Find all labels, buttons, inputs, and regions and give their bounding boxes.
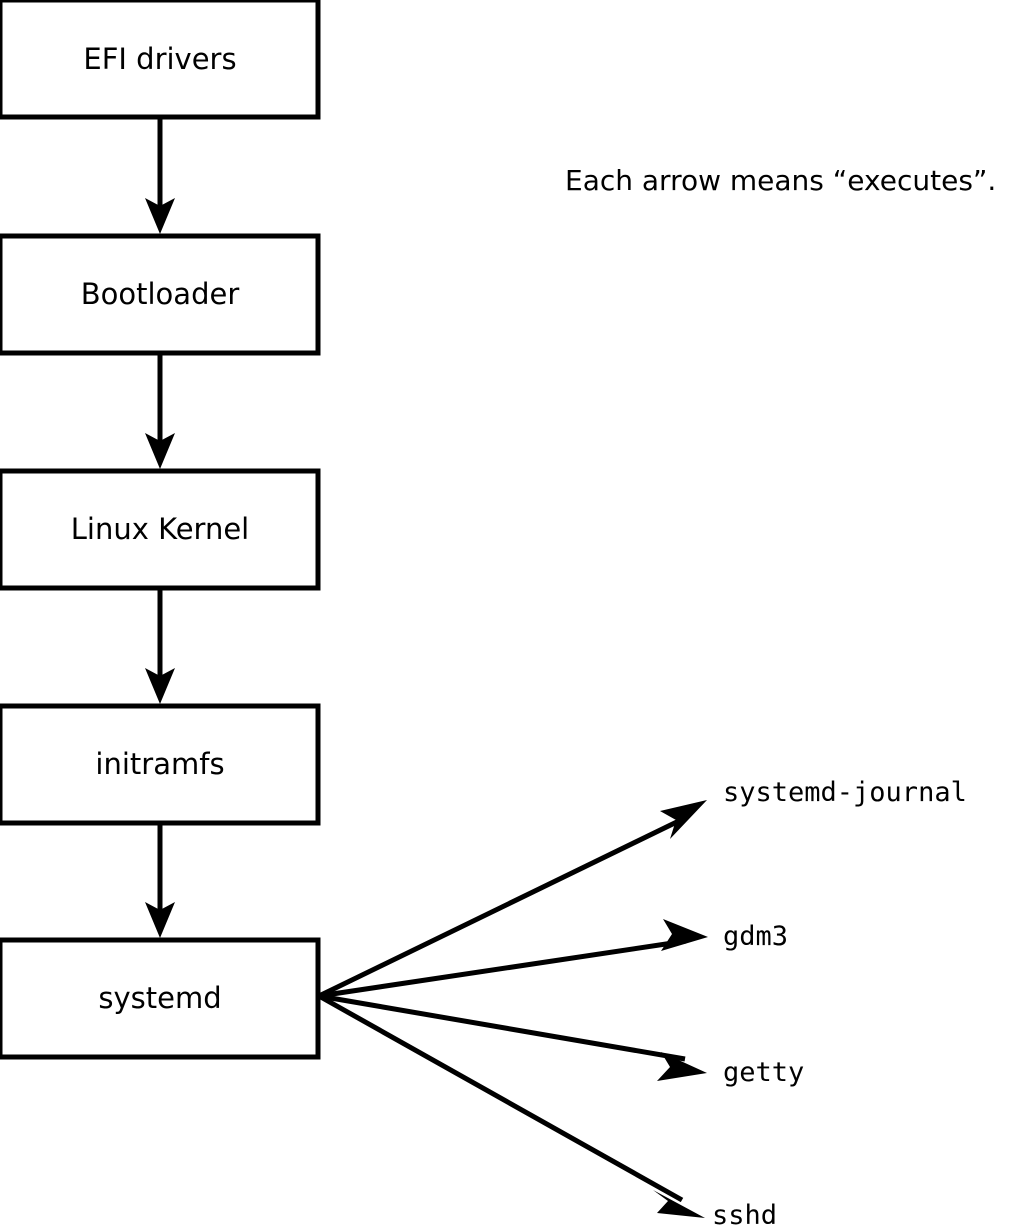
arrow-head-icon xyxy=(657,1052,707,1081)
box-outline xyxy=(0,233,321,356)
arrow-head-icon xyxy=(653,1190,705,1218)
connector-initramfs-to-systemd xyxy=(145,823,175,938)
arrow-head-icon xyxy=(660,800,707,839)
box-outline xyxy=(0,468,321,591)
box-outline xyxy=(0,937,321,1060)
box-label: Linux Kernel xyxy=(71,512,249,546)
arrow-head-icon xyxy=(145,902,175,938)
arrow-head-icon xyxy=(145,198,175,234)
box-label: initramfs xyxy=(95,747,224,781)
box-outline xyxy=(0,703,321,826)
box-label: Bootloader xyxy=(81,277,240,311)
systemd-fan-arrows xyxy=(317,800,708,1218)
connector-kernel-to-initramfs xyxy=(145,588,175,704)
leaf-label-getty: getty xyxy=(723,1057,804,1088)
legend-annotation: Each arrow means “executes”. xyxy=(565,164,996,197)
connector-efi-to-bootloader xyxy=(145,117,175,234)
systemd-fan-labels: systemd-journal gdm3 getty sshd xyxy=(712,777,967,1230)
chain-boxes: EFI drivers Bootloader Linux Kernel init… xyxy=(0,0,321,1060)
fan-arrow-getty xyxy=(318,993,707,1081)
leaf-label-systemd-journal: systemd-journal xyxy=(723,777,967,808)
box-linux-kernel[interactable]: Linux Kernel xyxy=(0,468,321,591)
arrow-head-icon xyxy=(145,433,175,469)
box-bootloader[interactable]: Bootloader xyxy=(0,233,321,356)
fan-arrow-shaft xyxy=(318,938,687,999)
leaf-label-gdm3: gdm3 xyxy=(723,921,788,952)
box-systemd[interactable]: systemd xyxy=(0,937,321,1060)
chain-connectors xyxy=(145,117,175,938)
fan-arrow-shaft xyxy=(318,993,686,1062)
box-efi-drivers[interactable]: EFI drivers xyxy=(0,0,321,120)
connector-bootloader-to-kernel xyxy=(145,353,175,469)
box-initramfs[interactable]: initramfs xyxy=(0,703,321,826)
box-label: systemd xyxy=(98,981,221,1015)
leaf-label-sshd: sshd xyxy=(712,1200,777,1230)
fan-arrow-sshd xyxy=(317,993,705,1218)
arrow-head-icon xyxy=(661,919,708,951)
fan-arrow-systemd-journal xyxy=(317,800,707,999)
box-label: EFI drivers xyxy=(83,42,236,76)
fan-arrow-shaft xyxy=(317,993,684,1203)
fan-arrow-gdm3 xyxy=(318,919,708,999)
arrow-head-icon xyxy=(145,668,175,704)
box-outline xyxy=(0,0,321,120)
fan-arrow-shaft xyxy=(317,815,687,999)
